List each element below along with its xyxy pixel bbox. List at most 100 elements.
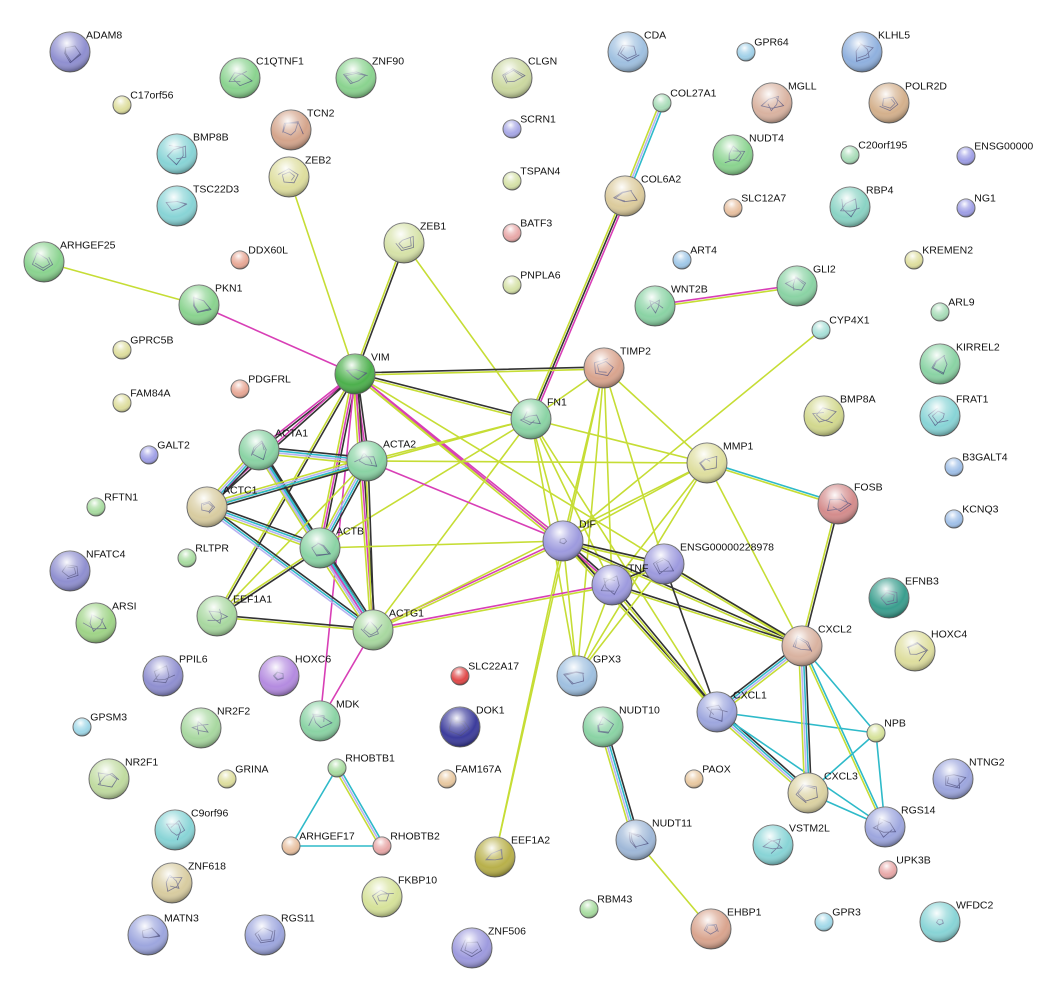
node-col6a2[interactable]: COL6A2 <box>604 174 681 217</box>
node-fam167a[interactable]: FAM167A <box>437 763 501 789</box>
edge-cxcl2-cxcl3[interactable] <box>797 645 813 794</box>
node-ensg00000[interactable]: ENSG00000 <box>956 140 1033 166</box>
node-acta2[interactable]: ACTA2 <box>346 439 416 482</box>
node-pkn1[interactable]: PKN1 <box>178 283 243 326</box>
edge-mmp1-acta2[interactable] <box>366 460 708 464</box>
edge-fn1-actb[interactable] <box>319 418 532 549</box>
node-timp2[interactable]: TIMP2 <box>583 346 651 389</box>
node-nudt11[interactable]: NUDT11 <box>615 818 692 861</box>
node-actg1[interactable]: ACTG1 <box>352 608 424 651</box>
edge-dif-gpx3[interactable] <box>562 540 578 677</box>
node-b3galt4[interactable]: B3GALT4 <box>944 451 1008 477</box>
node-upk3b[interactable]: UPK3B <box>878 854 931 880</box>
node-matn3[interactable]: MATN3 <box>127 913 199 956</box>
edge-cxcl1-npb[interactable] <box>716 711 877 734</box>
node-ng1[interactable]: NG1 <box>956 192 996 218</box>
node-npb[interactable]: NPB <box>866 717 906 743</box>
node-grina[interactable]: GRINA <box>217 763 269 789</box>
edge-arhgef25-pkn1[interactable] <box>43 261 200 306</box>
node-rftn1[interactable]: RFTN1 <box>86 491 138 517</box>
node-arl9[interactable]: ARL9 <box>930 296 975 322</box>
node-efnb3[interactable]: EFNB3 <box>868 576 939 619</box>
edge-dif-eef1a2[interactable] <box>494 540 564 858</box>
edge-cxcl2-rgs14[interactable] <box>800 644 887 829</box>
edge-actb-dif[interactable] <box>319 540 564 549</box>
edge-mmp1-dif[interactable] <box>562 462 708 542</box>
node-rbm43[interactable]: RBM43 <box>579 893 632 919</box>
node-arsi[interactable]: ARSI <box>75 601 137 644</box>
edge-vim-timp2[interactable] <box>354 366 605 376</box>
edge-rhobtb1-rhobtb2[interactable] <box>334 766 385 848</box>
node-tnf[interactable]: TNF <box>591 563 648 606</box>
node-ddx60l[interactable]: DDX60L <box>230 244 288 270</box>
node-gprc5b[interactable]: GPRC5B <box>112 334 173 360</box>
node-mmp1[interactable]: MMP1 <box>686 441 753 484</box>
node-fn1[interactable]: FN1 <box>510 397 567 440</box>
edge-actg1-mmp1[interactable] <box>372 462 708 631</box>
node-dok1[interactable]: DOK1 <box>439 705 505 748</box>
node-zeb2[interactable]: ZEB2 <box>268 155 331 198</box>
node-nfatc4[interactable]: NFATC4 <box>49 549 126 592</box>
edge-zeb2-vim[interactable] <box>288 176 356 375</box>
node-nr2f1[interactable]: NR2F1 <box>88 757 158 800</box>
edge-fn1-dif[interactable] <box>530 418 564 542</box>
edge-acta2-actc1[interactable] <box>205 457 369 511</box>
node-rhobtb2[interactable]: RHOBTB2 <box>372 830 440 856</box>
node-scrn1[interactable]: SCRN1 <box>502 113 556 139</box>
node-gpsm3[interactable]: GPSM3 <box>72 711 127 737</box>
edge-ensg00000228978-cxcl1[interactable] <box>663 563 718 713</box>
node-kcnq3[interactable]: KCNQ3 <box>944 503 999 529</box>
node-bmp8a[interactable]: BMP8A <box>803 394 876 437</box>
node-zeb1[interactable]: ZEB1 <box>383 221 446 264</box>
edge-eef1a1-actg1[interactable] <box>216 614 374 632</box>
node-mdk[interactable]: MDK <box>299 699 359 742</box>
node-nr2f2[interactable]: NR2F2 <box>180 706 250 749</box>
node-acta1[interactable]: ACTA1 <box>238 428 308 471</box>
node-hoxc6[interactable]: HOXC6 <box>258 654 331 697</box>
edge-fn1-actg1[interactable] <box>372 418 532 631</box>
node-gpx3[interactable]: GPX3 <box>556 654 621 697</box>
node-ensg00000228978[interactable]: ENSG00000228978 <box>643 542 774 585</box>
node-paox[interactable]: PAOX <box>684 763 731 789</box>
edge-wnt2b-gli2[interactable] <box>654 284 798 308</box>
node-polr2d[interactable]: POLR2D <box>868 81 947 124</box>
edge-vim-fn1[interactable] <box>353 372 533 421</box>
node-bmp8b[interactable]: BMP8B <box>156 132 229 175</box>
edge-acta2-dif[interactable] <box>366 460 564 542</box>
node-nudt10[interactable]: NUDT10 <box>582 705 660 748</box>
edge-zeb1-vim[interactable] <box>353 241 406 376</box>
edge-tnf-cxcl1[interactable] <box>610 583 719 714</box>
node-ehbp1[interactable]: EHBP1 <box>690 907 762 950</box>
node-rgs11[interactable]: RGS11 <box>244 913 315 956</box>
node-cxcl2[interactable]: CXCL2 <box>781 624 852 667</box>
node-fkbp10[interactable]: FKBP10 <box>361 875 437 918</box>
node-adam8[interactable]: ADAM8 <box>49 30 122 73</box>
node-slc12a7[interactable]: SLC12A7 <box>723 192 786 218</box>
node-tcn2[interactable]: TCN2 <box>270 108 335 151</box>
node-tsc22d3[interactable]: TSC22D3 <box>156 184 239 227</box>
edge-fn1-mmp1[interactable] <box>530 418 708 464</box>
edge-rhobtb1-arhgef17[interactable] <box>290 767 338 847</box>
node-col27a1[interactable]: COL27A1 <box>652 87 717 113</box>
node-galt2[interactable]: GALT2 <box>139 439 190 465</box>
edge-zeb1-fn1[interactable] <box>403 242 532 420</box>
node-pdgfrl[interactable]: PDGFRL <box>230 373 291 399</box>
node-art4[interactable]: ART4 <box>672 244 717 270</box>
node-clgn[interactable]: CLGN <box>491 56 557 99</box>
node-eef1a2[interactable]: EEF1A2 <box>474 835 550 878</box>
node-klhl5[interactable]: KLHL5 <box>841 30 910 73</box>
node-fosb[interactable]: FOSB <box>817 482 883 525</box>
edge-mmp1-gpx3[interactable] <box>576 462 708 677</box>
node-ppil6[interactable]: PPIL6 <box>142 654 208 697</box>
edge-fosb-cxcl2[interactable] <box>800 502 840 648</box>
edge-actg1-tnf[interactable] <box>371 583 614 632</box>
edge-timp2-tnf[interactable] <box>603 367 613 586</box>
node-kirrel2[interactable]: KIRREL2 <box>919 342 1000 385</box>
node-fam84a[interactable]: FAM84A <box>112 387 171 413</box>
node-c9orf96[interactable]: C9orf96 <box>154 808 229 851</box>
node-nudt4[interactable]: NUDT4 <box>712 133 784 176</box>
edge-timp2-mmp1[interactable] <box>603 367 708 464</box>
edge-col6a2-fn1[interactable] <box>528 194 628 421</box>
node-rhobtb1[interactable]: RHOBTB1 <box>327 752 395 778</box>
node-kremen2[interactable]: KREMEN2 <box>904 244 973 270</box>
